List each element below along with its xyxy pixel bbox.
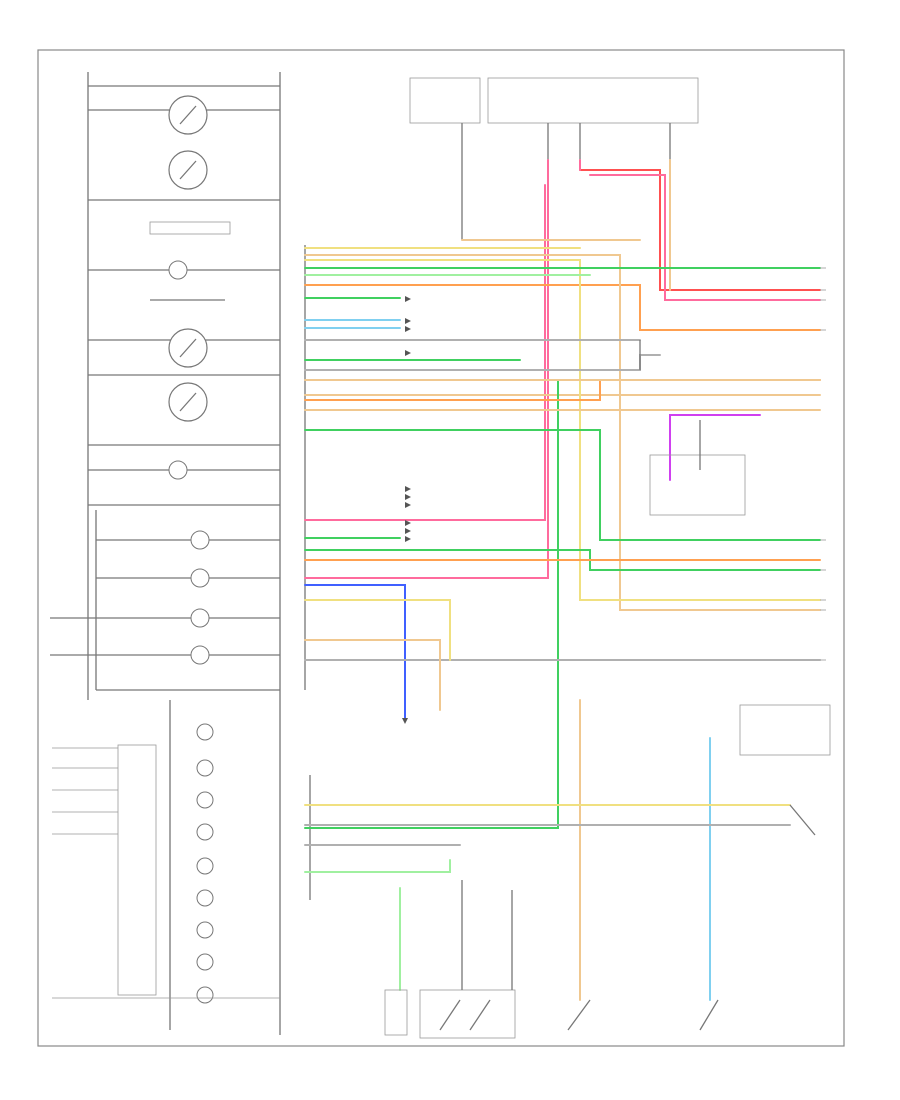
wire-tan-low xyxy=(304,639,441,711)
wire-gray-low xyxy=(304,824,791,846)
fuse-block-top xyxy=(409,77,699,240)
bottom-switches xyxy=(384,880,719,1039)
lamp-icon xyxy=(190,530,210,550)
cluster-feed-lines xyxy=(50,85,280,691)
connector-arrows xyxy=(402,296,411,724)
lamp-icon xyxy=(190,608,210,628)
wire-orange-3 xyxy=(304,379,821,401)
left-connector-leads xyxy=(52,747,280,999)
diagram-frame xyxy=(37,49,845,1047)
wire-yellow-low-2 xyxy=(304,599,451,661)
connector-icon xyxy=(384,989,408,1036)
resistor-icon xyxy=(149,221,231,235)
wire-tan-left xyxy=(304,239,821,611)
connector-icon xyxy=(419,989,516,1039)
lamp-icon xyxy=(168,460,188,480)
wire-tan-3 xyxy=(304,379,821,411)
lamp-stack xyxy=(196,723,214,1004)
wire-orange-top xyxy=(304,284,821,331)
right-modules xyxy=(639,340,831,836)
wire-green-low xyxy=(304,537,821,571)
gauge-icon xyxy=(168,150,208,190)
wire-pink-trunk xyxy=(304,159,549,579)
wire-blue xyxy=(304,584,406,719)
wire-pink-top xyxy=(579,159,821,301)
wire-green-ground xyxy=(304,379,559,829)
connector-icon xyxy=(117,744,157,996)
wire-pink-mid xyxy=(304,184,546,521)
switch-icon xyxy=(567,999,591,1031)
wire-lightgreen-2 xyxy=(304,859,451,873)
switch-icon xyxy=(439,999,491,1031)
colored-wires xyxy=(304,159,821,1001)
gauge-icon xyxy=(168,95,208,135)
right-terminal-ticks xyxy=(820,267,826,661)
switch-icon xyxy=(789,804,816,836)
lamp-icon xyxy=(190,645,210,665)
wire-magenta xyxy=(669,414,761,481)
gauge-icon xyxy=(168,382,208,422)
lamp-icon xyxy=(190,568,210,588)
wire-green-mid xyxy=(304,297,821,541)
wire-lightblue-1 xyxy=(304,319,401,329)
lamp-icon xyxy=(168,260,188,280)
instrument-cluster xyxy=(50,72,281,1035)
wire-gray-1 xyxy=(304,339,661,371)
wire-red-trunk xyxy=(579,169,821,291)
gauge-icon xyxy=(168,328,208,368)
switch-icon xyxy=(699,999,719,1031)
